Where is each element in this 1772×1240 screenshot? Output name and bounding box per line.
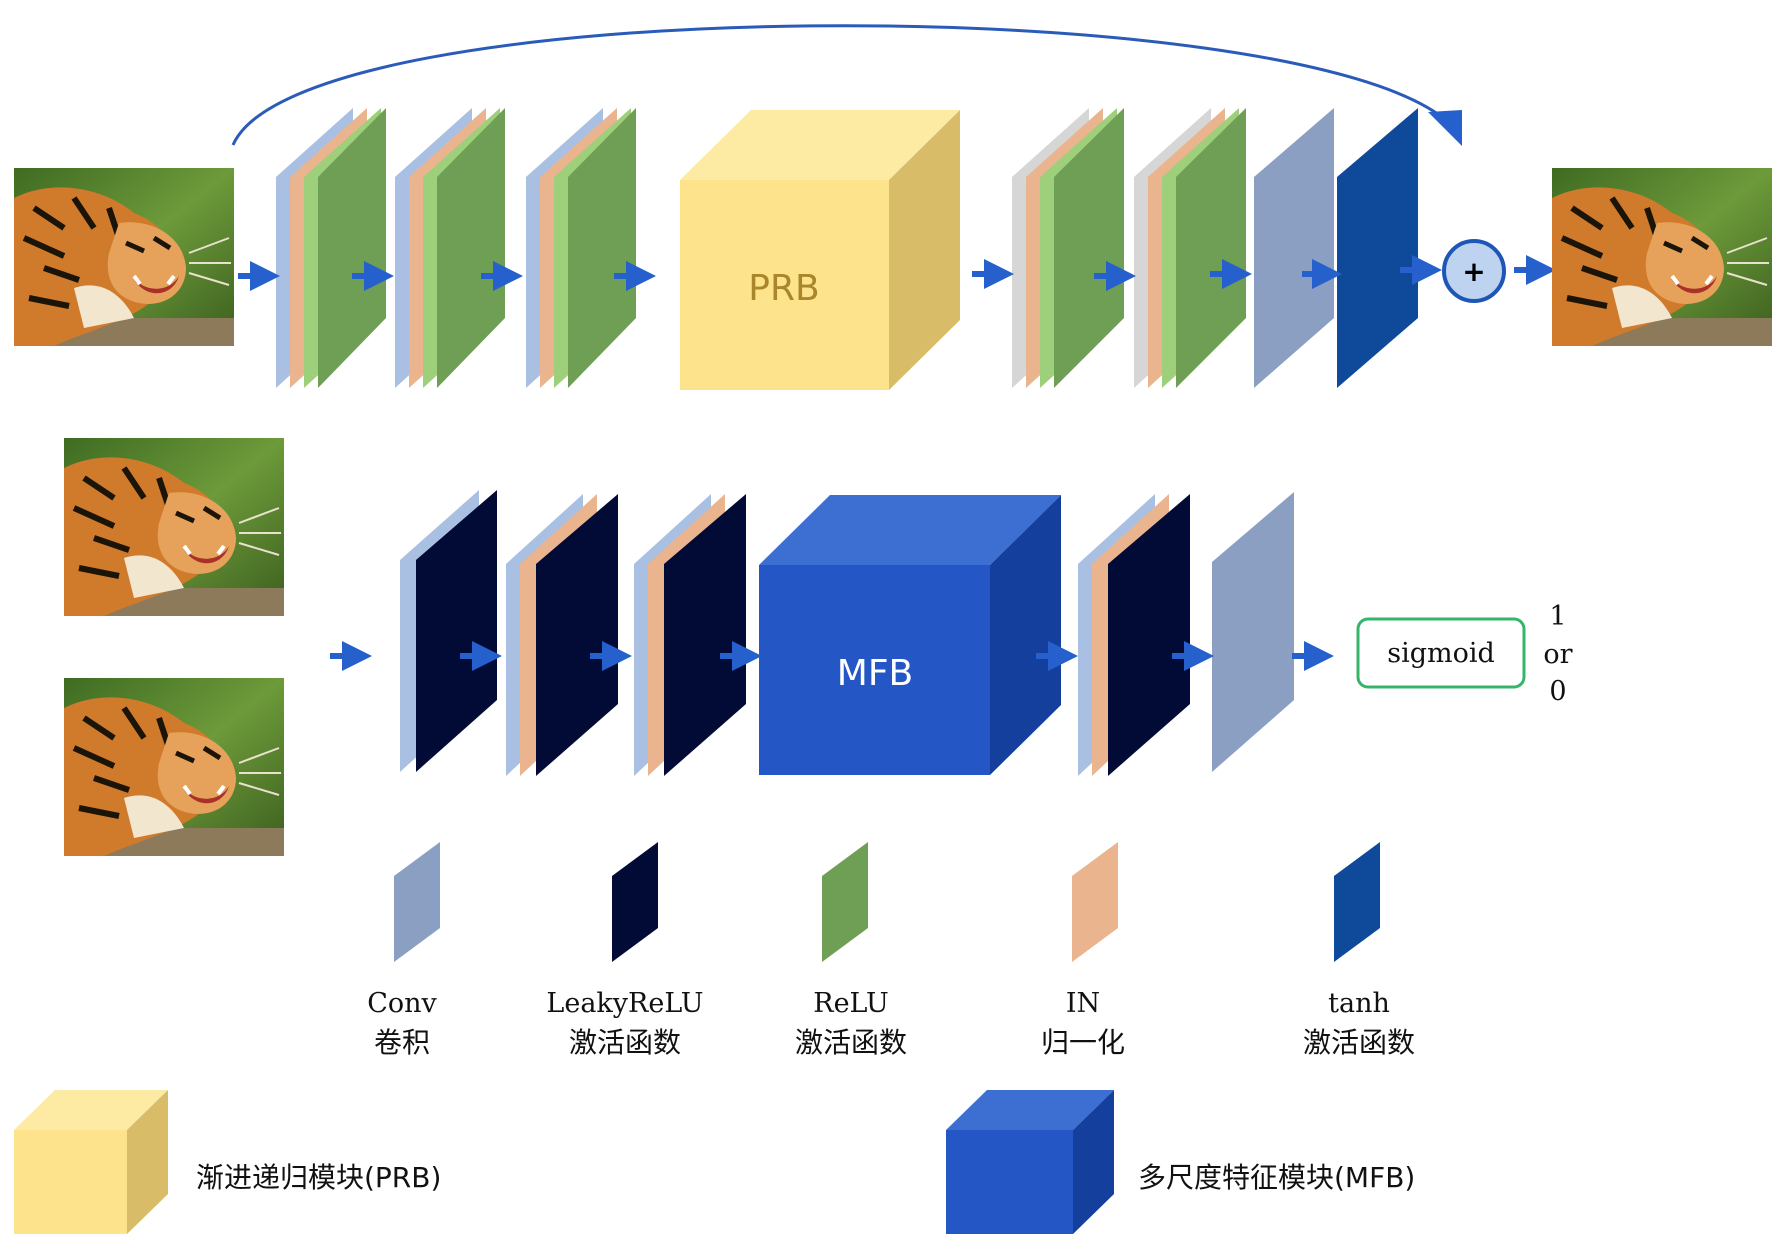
gen-conv-block-4	[1012, 108, 1124, 388]
skip-connection-arc	[231, 24, 1449, 146]
legend-leakyrelu: LeakyReLU 激活函数	[546, 842, 704, 1059]
mfb-cube: MFB	[759, 495, 1061, 775]
legend-in-zh: 归一化	[1041, 1026, 1125, 1059]
mfb-label: MFB	[837, 653, 913, 694]
sigmoid-label: sigmoid	[1387, 638, 1495, 669]
legend-tanh-zh: 激活函数	[1303, 1026, 1415, 1059]
legend-mfb-text: 多尺度特征模块(MFB)	[1138, 1161, 1415, 1194]
legend-tanh-en: tanh	[1328, 988, 1390, 1019]
legend-conv-zh: 卷积	[374, 1026, 430, 1059]
gen-conv-block-5	[1134, 108, 1246, 388]
generator-input-image	[14, 168, 234, 346]
legend-mfb: 多尺度特征模块(MFB)	[946, 1090, 1415, 1234]
legend-prb-text: 渐进递归模块(PRB)	[196, 1161, 441, 1194]
sum-node: +	[1442, 239, 1506, 303]
legend-in: IN 归一化	[1041, 842, 1125, 1059]
disc-conv-layer	[1212, 492, 1294, 772]
legend-tanh: tanh 激活函数	[1303, 842, 1415, 1059]
gen-conv-block-1	[276, 108, 386, 388]
legend-relu-en: ReLU	[813, 988, 889, 1019]
legend-relu-zh: 激活函数	[795, 1026, 907, 1059]
gen-conv-block-2	[395, 108, 505, 388]
disc-output: 1 or 0	[1543, 601, 1572, 707]
plus-symbol: +	[1462, 255, 1485, 288]
legend-prb-swatch	[14, 1130, 127, 1234]
disc-input-image-real	[64, 438, 284, 616]
legend-in-en: IN	[1066, 988, 1100, 1019]
sigmoid-box: sigmoid	[1356, 617, 1526, 689]
discriminator-network: MFB sigmoid 1 or 0	[64, 438, 1573, 856]
legend-leakyrelu-swatch	[612, 842, 658, 962]
legend-modules: 渐进递归模块(PRB) 多尺度特征模块(MFB)	[14, 1090, 1415, 1234]
legend-conv: Conv 卷积	[367, 842, 440, 1059]
gen-conv-block-3	[526, 108, 636, 388]
legend-conv-swatch	[394, 842, 440, 962]
disc-conv-block-1	[400, 490, 497, 772]
legend-conv-en: Conv	[367, 988, 437, 1019]
legend-mfb-swatch	[946, 1130, 1073, 1234]
prb-label: PRB	[748, 268, 819, 309]
skip-connection-arrowhead	[1428, 110, 1462, 146]
legend-leakyrelu-en: LeakyReLU	[546, 988, 703, 1019]
legend-layers: Conv 卷积 LeakyReLU 激活函数 ReLU 激活函数 IN 归一化 …	[367, 842, 1415, 1059]
disc-conv-block-4	[1078, 494, 1190, 776]
gen-flow-arrows	[238, 255, 1556, 291]
prb-cube: PRB	[680, 110, 960, 390]
generator-output-image	[1552, 168, 1772, 346]
gen-conv-layer	[1254, 108, 1334, 388]
legend-prb: 渐进递归模块(PRB)	[14, 1090, 441, 1234]
legend-leakyrelu-zh: 激活函数	[569, 1026, 681, 1059]
legend-relu-swatch	[822, 842, 868, 962]
output-one: 1	[1549, 601, 1566, 632]
legend-tanh-swatch	[1334, 842, 1380, 962]
disc-conv-block-3	[634, 494, 746, 776]
output-zero: 0	[1549, 676, 1566, 707]
output-or: or	[1543, 639, 1572, 670]
disc-conv-block-2	[506, 494, 618, 776]
legend-in-swatch	[1072, 842, 1118, 962]
generator-network: PRB	[14, 24, 1772, 390]
legend-relu: ReLU 激活函数	[795, 842, 907, 1059]
gen-tanh-layer	[1337, 108, 1418, 388]
disc-input-image-generated	[64, 678, 284, 856]
